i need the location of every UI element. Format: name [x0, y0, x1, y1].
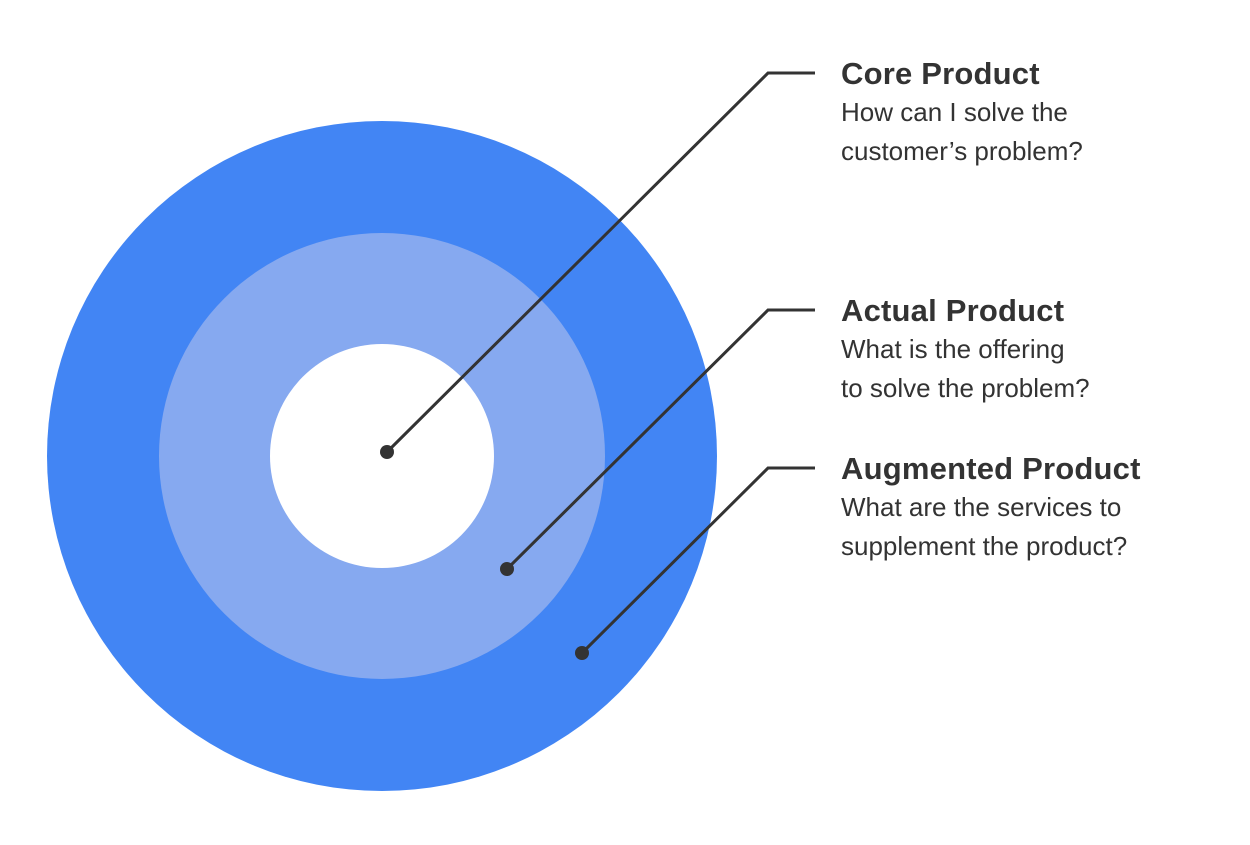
augmented-product-marker-dot — [575, 646, 589, 660]
core-product-leader-line — [385, 71, 815, 454]
augmented-product-leader-line — [580, 466, 815, 655]
augmented-product-desc-line-1: What are the services to — [841, 492, 1122, 522]
actual-product-desc-line-1: What is the offering — [841, 334, 1065, 364]
actual-product-label: Actual Product What is the offering to s… — [841, 292, 1090, 408]
actual-product-marker-dot — [500, 562, 514, 576]
core-product-desc-line-1: How can I solve the — [841, 97, 1068, 127]
core-product-title: Core Product — [841, 56, 1040, 91]
augmented-product-desc-line-2: supplement the product? — [841, 531, 1128, 561]
actual-product-title: Actual Product — [841, 293, 1065, 328]
core-product-desc-line-2: customer’s problem? — [841, 136, 1083, 166]
augmented-product-label: Augmented Product What are the services … — [841, 450, 1141, 566]
core-product-label: Core Product How can I solve the custome… — [841, 55, 1083, 171]
actual-product-leader-line — [505, 308, 815, 571]
augmented-product-title: Augmented Product — [841, 451, 1141, 486]
core-product-marker-dot — [380, 445, 394, 459]
actual-product-desc-line-2: to solve the problem? — [841, 373, 1090, 403]
